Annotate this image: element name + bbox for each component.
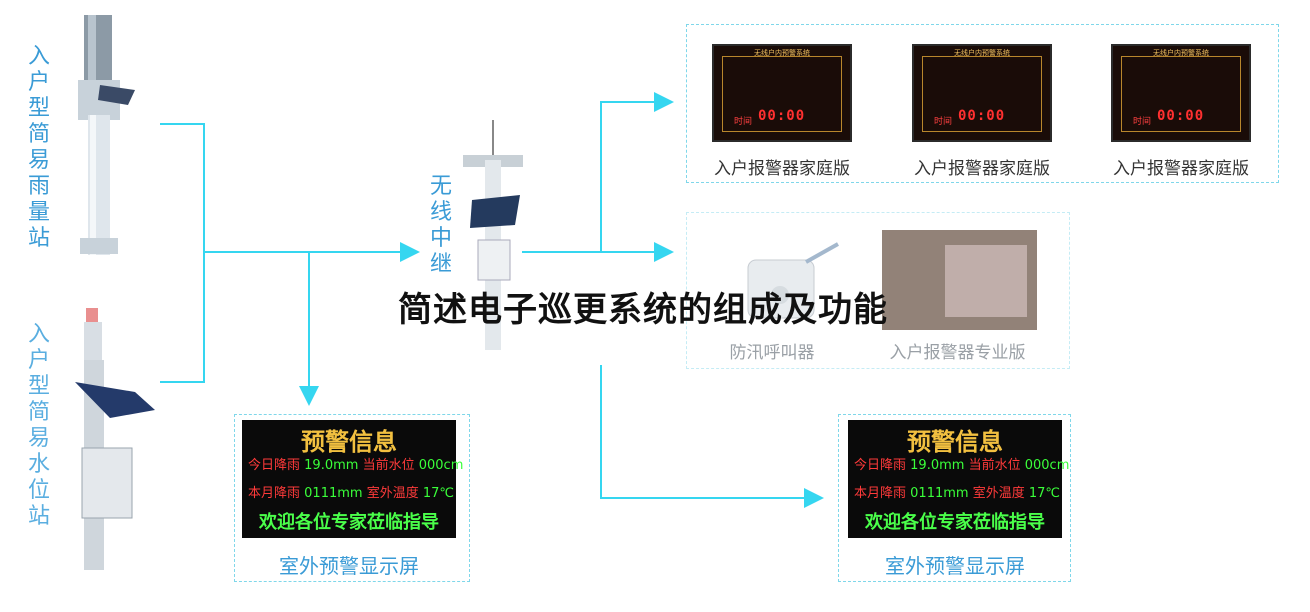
pro-alarm-caption: 入户报警器专业版: [889, 343, 1026, 363]
relay-station-label: 无线中继: [429, 174, 452, 277]
led-display-left: 预警信息 今日降雨 19.0mm 当前水位 000cm 本月降雨 0111mm …: [242, 420, 463, 538]
flood-caller-device-image: [747, 242, 839, 319]
home-alarm-group: [686, 24, 1279, 183]
home-alarm-caption-1: 入户报警器家庭版: [714, 159, 850, 179]
home-alarm-panel-1: 无线户内预警系统 时间 00:00: [712, 44, 852, 142]
flood-caller-caption: 防汛呼叫器: [729, 343, 815, 363]
page-title: 简述电子巡更系统的组成及功能: [398, 290, 888, 330]
pro-alarm-group: [686, 212, 1070, 369]
water-station-label: 入户型简易水位站: [27, 322, 50, 529]
outdoor-display-caption-left: 室外预警显示屏: [279, 554, 419, 578]
led-display-right: 预警信息 今日降雨 19.0mm 当前水位 000cm 本月降雨 0111mm …: [848, 420, 1069, 538]
relay-station-image: [463, 120, 523, 350]
outdoor-display-group-right: [838, 414, 1071, 582]
pro-alarm-panel-image: [882, 230, 1037, 330]
home-alarm-caption-3: 入户报警器家庭版: [1113, 159, 1249, 179]
outdoor-display-caption-right: 室外预警显示屏: [885, 554, 1025, 578]
rain-station-label: 入户型简易雨量站: [27, 44, 50, 251]
rain-gauge-station-image: [78, 15, 135, 255]
home-alarm-panel-3: 无线户内预警系统 时间 00:00: [1111, 44, 1251, 142]
home-alarm-panel-2: 无线户内预警系统 时间 00:00: [912, 44, 1052, 142]
home-alarm-caption-2: 入户报警器家庭版: [914, 159, 1050, 179]
water-level-station-image: [75, 308, 155, 570]
outdoor-display-group-left: [234, 414, 470, 582]
